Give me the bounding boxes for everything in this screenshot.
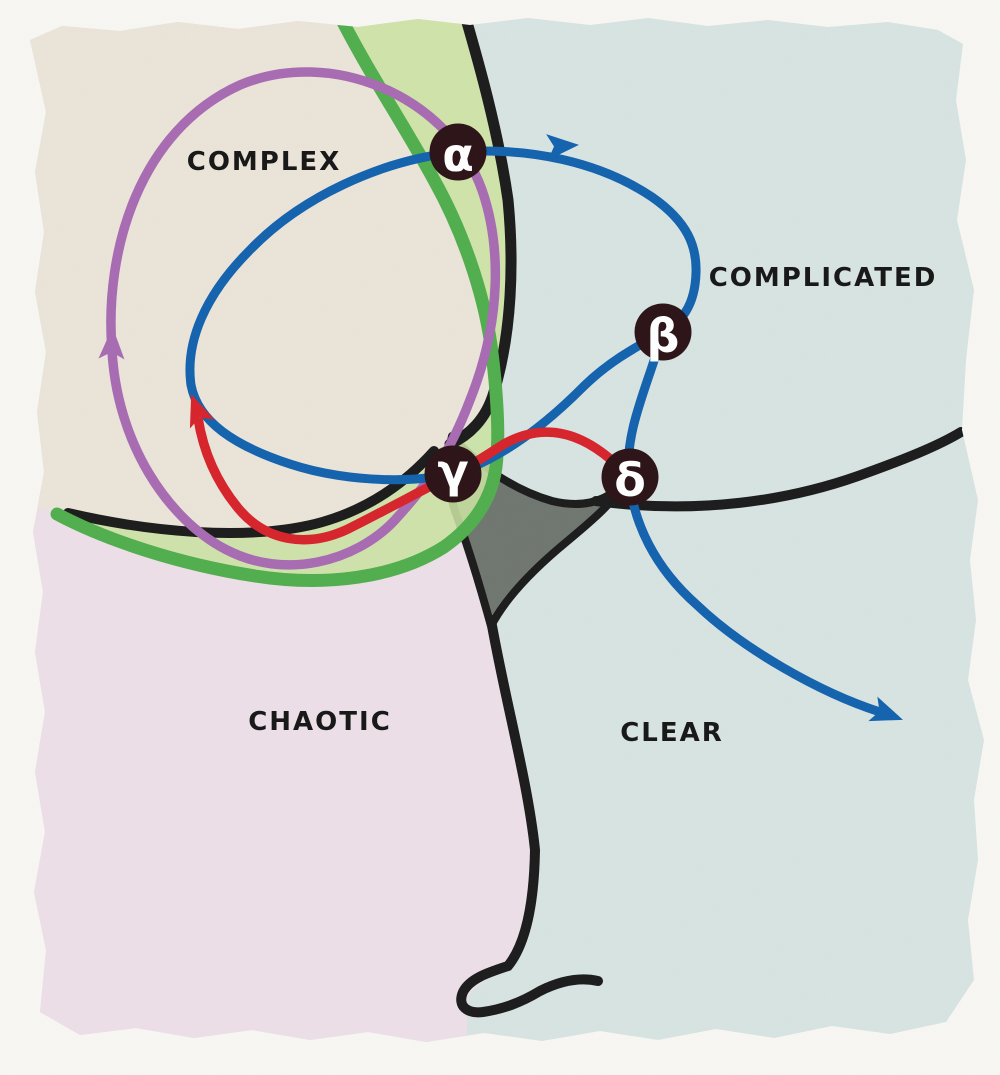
diagram-canvas: α β γ δ COMPLEX COMPLICATED CHAOTIC CLEA…: [0, 0, 1000, 1075]
cynefin-diagram: α β γ δ COMPLEX COMPLICATED CHAOTIC CLEA…: [0, 0, 1000, 1075]
paper-grain-texture: [0, 0, 1000, 1075]
